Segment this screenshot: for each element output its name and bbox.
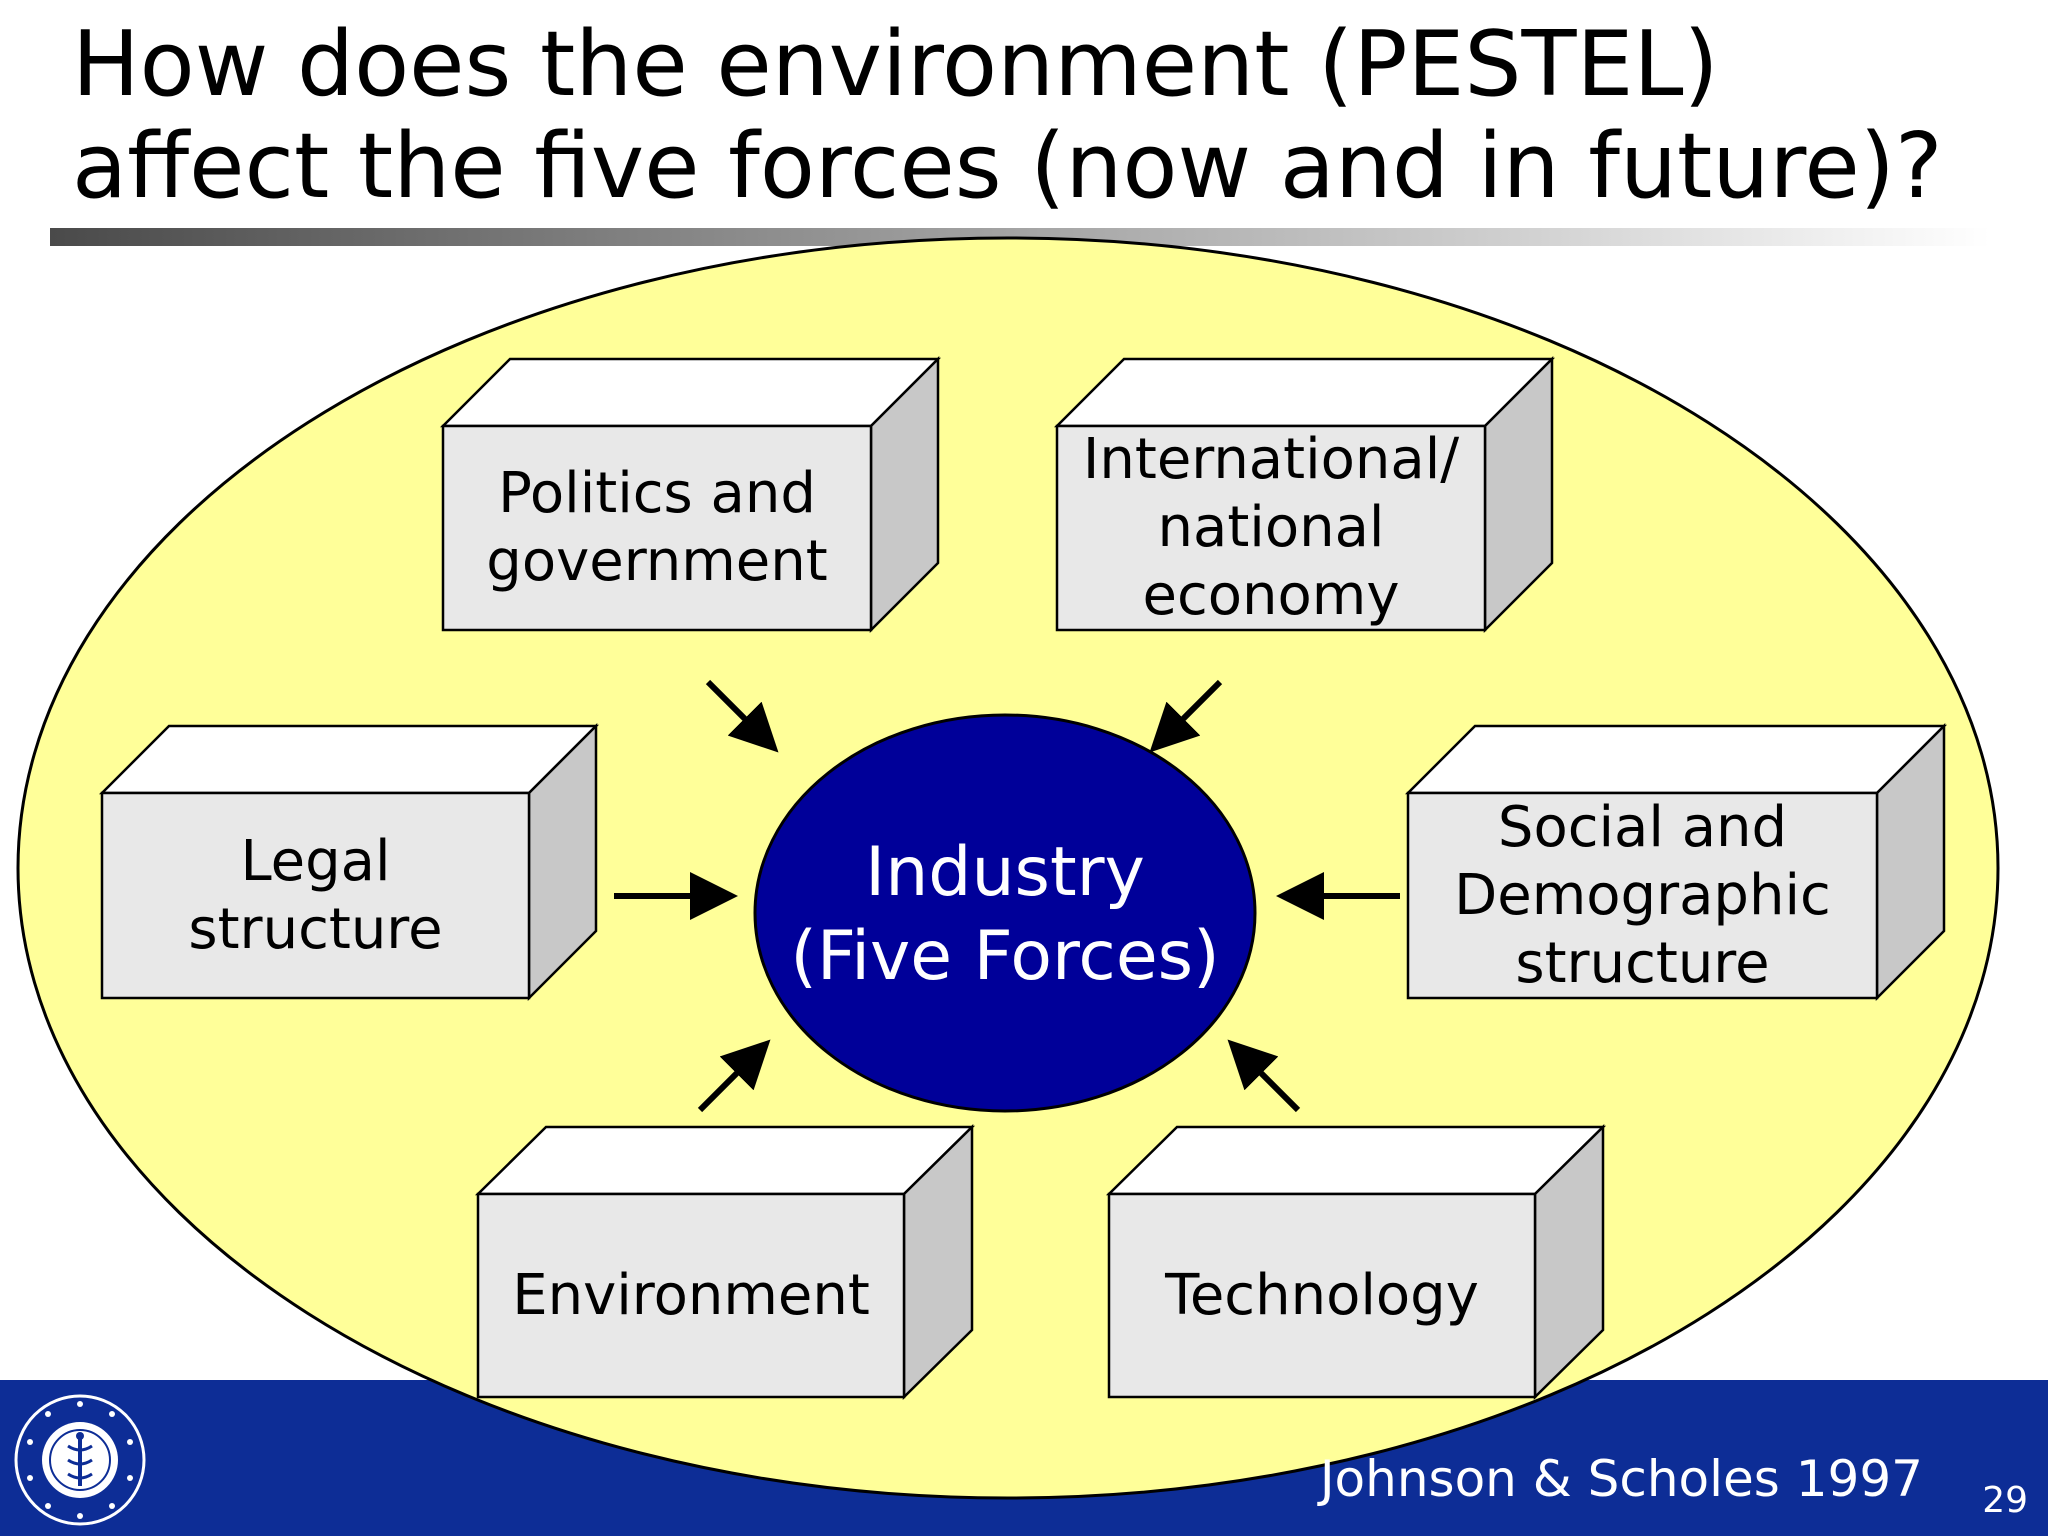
economy-label: International/ national economy xyxy=(1057,426,1485,630)
politics-label: Politics and government xyxy=(443,426,871,630)
arrow-from-environment xyxy=(697,1039,771,1113)
social-label-text: Social and Demographic structure xyxy=(1454,794,1831,996)
environment-label-text: Environment xyxy=(512,1262,870,1328)
technology-label-text: Technology xyxy=(1165,1262,1479,1328)
politics-label-text: Politics and government xyxy=(486,461,828,594)
slide-title-line-1: How does the environment (PESTEL) xyxy=(72,12,1719,117)
politics-box xyxy=(439,355,942,634)
citation: Johnson & Scholes 1997 xyxy=(1319,1450,1923,1508)
legal-label: Legal structure xyxy=(102,793,529,998)
social-box xyxy=(1404,722,1948,1002)
page-number: 29 xyxy=(1982,1480,2028,1521)
slide-title: How does the environment (PESTEL) affect… xyxy=(72,14,1972,218)
economy-label-text: International/ national economy xyxy=(1082,427,1460,628)
technology-label: Technology xyxy=(1109,1194,1535,1397)
legal-label-text: Legal structure xyxy=(188,828,443,962)
slide-title-line-2: affect the five forces (now and in futur… xyxy=(72,114,1943,219)
economy-box xyxy=(1053,355,1556,634)
arrow-from-technology xyxy=(1227,1039,1301,1113)
environment-box xyxy=(474,1124,976,1400)
industry-oval xyxy=(753,713,1257,1113)
technology-box xyxy=(1105,1124,1607,1400)
legal-box xyxy=(98,722,600,1002)
arrow-from-politics xyxy=(705,679,779,753)
environment-label: Environment xyxy=(478,1194,904,1397)
industry-label: Industry (Five Forces) xyxy=(760,830,1250,1000)
school-seal-logo xyxy=(14,1394,146,1526)
social-label: Social and Demographic structure xyxy=(1408,793,1877,998)
arrow-from-economy xyxy=(1149,679,1223,753)
industry-label-line-1: Industry xyxy=(865,833,1145,912)
industry-label-line-2: (Five Forces) xyxy=(790,917,1220,996)
